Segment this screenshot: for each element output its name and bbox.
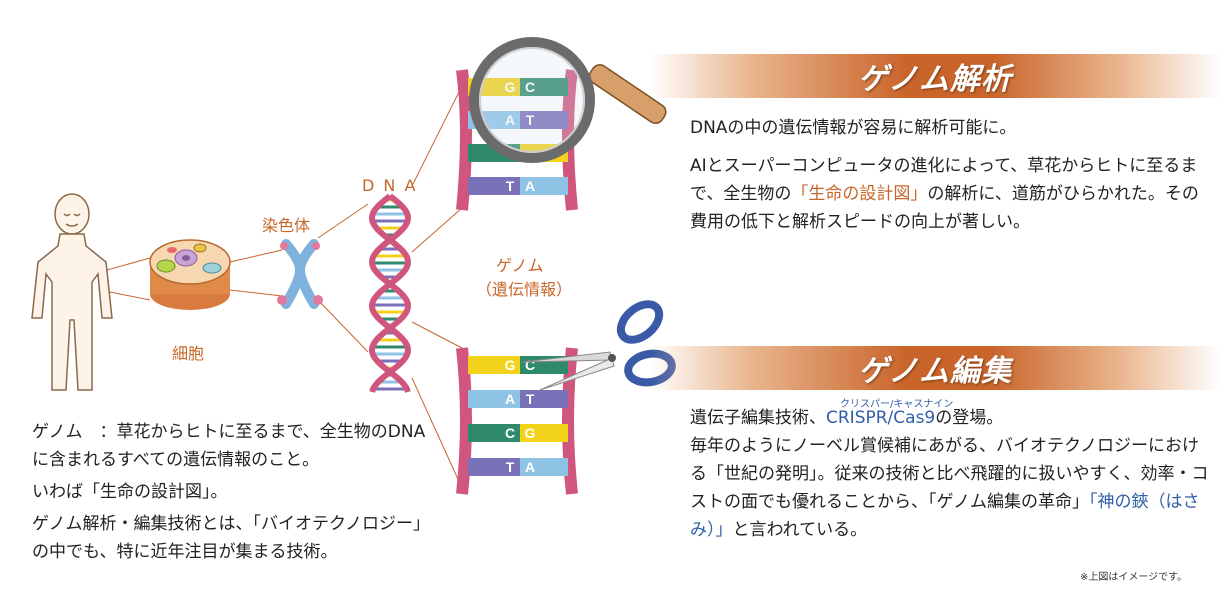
base-letter-left: A — [505, 391, 515, 407]
helix-strand-a — [368, 193, 412, 393]
genome-label: ゲノム — [496, 256, 544, 275]
genome-sublabel: （遺伝情報） — [476, 280, 573, 299]
base-left — [468, 356, 520, 374]
dna-label: D N A — [362, 176, 418, 195]
editing-title-band: ゲノム編集 — [650, 346, 1220, 390]
helix-strand-b — [368, 193, 412, 393]
chromosome-label: 染色体 — [262, 216, 311, 235]
human-figure — [31, 193, 113, 391]
editing-text-a: 毎年のようにノーベル賞候補にあがる、バイオテクノロジーにおける「世紀の発明」。従… — [690, 436, 1209, 512]
base-left — [468, 177, 520, 195]
base-letter-right: T — [526, 391, 535, 407]
base-right — [520, 390, 568, 408]
editing-title: ゲノム編集 — [857, 354, 1013, 389]
base-letter-right: A — [525, 459, 535, 475]
editing-line1: 遺伝子編集技術、CRISPR/Cas9の登場。 — [690, 404, 1210, 432]
base-right — [520, 177, 568, 195]
base-letter-right: G — [525, 425, 536, 441]
crispr-term: CRISPR/Cas9 — [826, 408, 936, 428]
image-note: ※上図はイメージです。 — [1080, 572, 1188, 583]
editing-l1-b: の登場。 — [935, 408, 1004, 428]
base-right — [520, 111, 568, 129]
dna-helix — [368, 193, 412, 393]
base-left — [468, 424, 520, 442]
base-letter-left: A — [505, 112, 515, 128]
scissors-icon — [521, 300, 676, 391]
base-letter-right: A — [525, 178, 535, 194]
base-letter-left: T — [506, 459, 515, 475]
base-letter-left: T — [506, 178, 515, 194]
base-letter-right: C — [525, 79, 535, 95]
chromosome-illustration — [277, 239, 323, 309]
analysis-title: ゲノム解析 — [857, 62, 1013, 97]
base-right — [520, 424, 568, 442]
magnifier-icon — [469, 37, 667, 163]
analysis-text-a: AIとスーパーコンピュータの進化によって、草花からヒトに至るまで、全生物の — [690, 156, 1198, 204]
analysis-line1: DNAの中の遺伝情報が容易に解析可能に。 — [690, 118, 1017, 138]
analysis-title-band: ゲノム解析 — [650, 54, 1220, 98]
base-right — [520, 78, 568, 96]
base-letter-left: G — [505, 79, 516, 95]
base-letter-right: T — [526, 112, 535, 128]
base-right — [520, 458, 568, 476]
base-letter-left: C — [505, 425, 515, 441]
genome-tech-note: ゲノム解析・編集技術とは、「バイオテクノロジー」の中でも、特に近年注目が集まる技… — [32, 514, 430, 562]
base-letter-right: C — [525, 357, 535, 373]
genome-definition: ゲノム ：草花からヒトに至るまで、全生物のDNAに含まれるすべての遺伝情報のこと… — [32, 422, 426, 470]
editing-highlight: 「神の鋏（はさみ）」 — [690, 492, 1200, 540]
analysis-paragraph: AIとスーパーコンピュータの進化によって、草花からヒトに至るまで、全生物の「生命… — [690, 152, 1210, 236]
genome-blueprint: いわば「生命の設計図」。 — [32, 482, 228, 502]
cell-illustration — [149, 239, 231, 310]
editing-paragraph: 毎年のようにノーベル賞候補にあがる、バイオテクノロジーにおける「世紀の発明」。従… — [690, 432, 1210, 544]
base-left — [468, 390, 520, 408]
crispr-ruby: クリスパー/キャスナイン — [840, 399, 954, 410]
cell-label: 細胞 — [172, 344, 205, 363]
base-left — [468, 458, 520, 476]
editing-text-b: と言われている。 — [732, 520, 868, 540]
base-letter-left: G — [505, 357, 516, 373]
editing-l1-a: 遺伝子編集技術、 — [690, 408, 826, 428]
analysis-text-b: の解析に、道筋がひらかれた。その費用の低下と解析スピードの向上が著しい。 — [690, 184, 1199, 232]
analysis-highlight: 「生命の設計図」 — [791, 184, 928, 204]
